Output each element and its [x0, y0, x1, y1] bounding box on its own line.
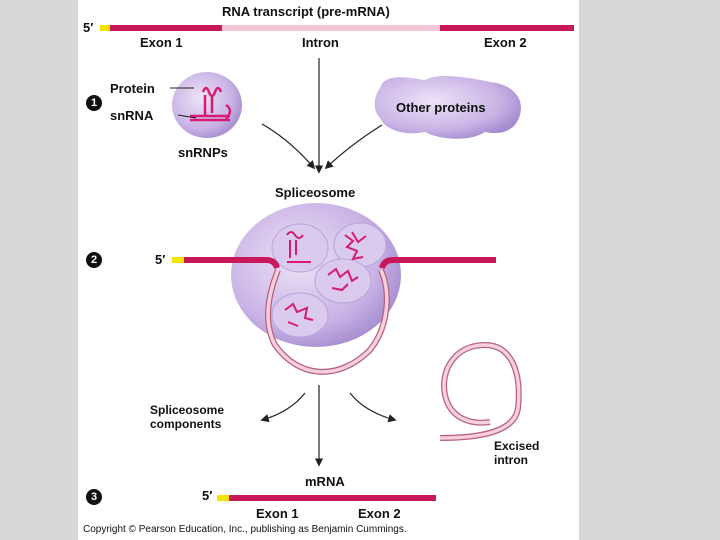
- components-label-2: components: [150, 417, 222, 431]
- arrow-snrnp: [261, 123, 316, 170]
- intron-segment: [222, 25, 440, 31]
- pre-mrna: [100, 25, 574, 31]
- copyright-text: Copyright © Pearson Education, Inc., pub…: [83, 524, 407, 535]
- splicing-rna: [172, 257, 496, 375]
- snrnp: [170, 72, 242, 138]
- transcript-title: RNA transcript (pre-mRNA): [222, 4, 390, 19]
- exon1-segment: [110, 25, 222, 31]
- step-2-badge: 2: [86, 252, 102, 268]
- mrna-exon2-label: Exon 2: [358, 506, 401, 521]
- intron-label: Intron: [302, 35, 339, 50]
- five-prime-bottom: 5′: [202, 488, 213, 503]
- excised-label-1: Excised: [494, 439, 540, 453]
- excised-intron-loop: [439, 341, 522, 441]
- other-proteins-blob: [374, 76, 521, 139]
- exon2-label: Exon 2: [484, 35, 527, 50]
- mrna-exon1-label: Exon 1: [256, 506, 299, 521]
- arrow-proteins: [324, 124, 383, 170]
- step-1-badge: 1: [86, 95, 102, 111]
- snrna-label: snRNA: [110, 108, 154, 123]
- exon1-label: Exon 1: [140, 35, 183, 50]
- five-prime-top: 5′: [83, 20, 94, 35]
- mrna-strand: [217, 495, 436, 501]
- five-prime-cap: [100, 25, 110, 31]
- snrnps-label: snRNPs: [178, 145, 228, 160]
- spliceosome: [231, 203, 401, 347]
- left-margin: [0, 0, 78, 540]
- arrow-components: [260, 392, 306, 423]
- spliceosome-label: Spliceosome: [275, 185, 356, 200]
- arrow-intron: [349, 392, 397, 423]
- mrna-label: mRNA: [305, 474, 345, 489]
- step-3-badge: 3: [86, 489, 102, 505]
- excised-label-2: intron: [494, 453, 528, 467]
- components-label-1: Spliceosome: [150, 403, 225, 417]
- other-proteins-label: Other proteins: [396, 100, 486, 115]
- exon2-segment: [440, 25, 574, 31]
- five-prime-mid: 5′: [155, 252, 166, 267]
- right-margin: [579, 0, 720, 540]
- protein-label: Protein: [110, 81, 155, 96]
